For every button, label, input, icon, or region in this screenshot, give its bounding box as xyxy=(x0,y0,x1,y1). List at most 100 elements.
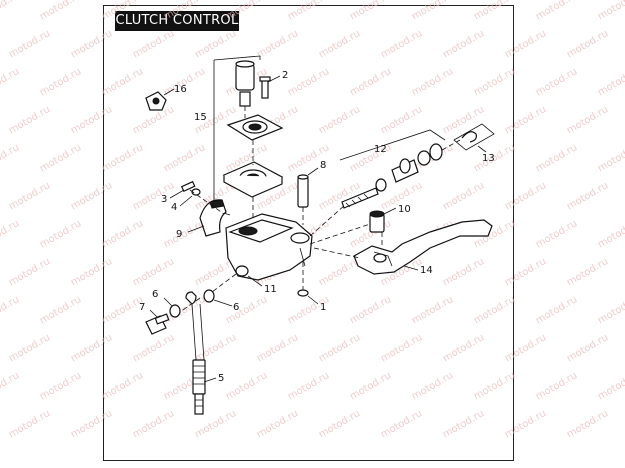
callout-5: 5 xyxy=(218,373,224,384)
watermark-text-99: motod.ru xyxy=(7,332,52,364)
watermark-text-77: motod.ru xyxy=(7,256,52,288)
master-cylinder-body xyxy=(225,213,313,281)
watermark-text-38: motod.ru xyxy=(317,104,362,136)
part-14-clutch-lever xyxy=(353,219,493,275)
watermark-text-69: motod.ru xyxy=(162,218,207,250)
watermark-text-24: motod.ru xyxy=(100,66,145,98)
watermark-text-55: motod.ru xyxy=(7,180,52,212)
watermark-text-119: motod.ru xyxy=(534,370,579,402)
watermark-text-100: motod.ru xyxy=(69,332,114,364)
watermark-text-47: motod.ru xyxy=(162,142,207,174)
watermark-text-92: motod.ru xyxy=(224,294,269,326)
callout-9: 9 xyxy=(176,229,182,240)
watermark-text-75: motod.ru xyxy=(534,218,579,250)
watermark-text-63: motod.ru xyxy=(503,180,548,212)
watermark-text-28: motod.ru xyxy=(348,66,393,98)
watermark-text-4: motod.ru xyxy=(224,0,269,23)
watermark-text-18: motod.ru xyxy=(441,28,486,60)
watermark-text-96: motod.ru xyxy=(472,294,517,326)
callout-10: 10 xyxy=(398,204,411,215)
watermark-text-56: motod.ru xyxy=(69,180,114,212)
watermark-text-23: motod.ru xyxy=(38,66,83,98)
part-3-4-screw-washer xyxy=(169,180,201,207)
watermark-text-89: motod.ru xyxy=(38,294,83,326)
part-8-pin xyxy=(297,167,319,208)
part-6-washers xyxy=(163,289,233,318)
watermark-text-44: motod.ru xyxy=(0,142,21,174)
callout-labels: 1 2 3 4 5 6 6 7 8 9 10 11 12 13 14 15 16 xyxy=(139,70,495,384)
assembly-lines xyxy=(179,106,461,313)
watermark-text-29: motod.ru xyxy=(410,66,455,98)
watermark-text-105: motod.ru xyxy=(379,332,424,364)
watermark-text-16: motod.ru xyxy=(317,28,362,60)
watermark-text-110: motod.ru xyxy=(0,370,21,402)
watermark-text-27: motod.ru xyxy=(286,66,331,98)
callout-15: 15 xyxy=(194,112,207,123)
watermark-text-68: motod.ru xyxy=(100,218,145,250)
watermark-text-128: motod.ru xyxy=(441,408,486,440)
watermark-text-121: motod.ru xyxy=(7,408,52,440)
part-2-screw xyxy=(259,75,281,99)
callout-6a: 6 xyxy=(152,289,158,300)
watermark-text-34: motod.ru xyxy=(69,104,114,136)
watermark-text-122: motod.ru xyxy=(69,408,114,440)
watermark-text-126: motod.ru xyxy=(317,408,362,440)
watermark-text-130: motod.ru xyxy=(565,408,610,440)
watermark-text-129: motod.ru xyxy=(503,408,548,440)
watermark-text-62: motod.ru xyxy=(441,180,486,212)
watermark-text-9: motod.ru xyxy=(534,0,579,23)
callout-16: 16 xyxy=(174,84,187,95)
part-13-circlip xyxy=(453,123,495,153)
watermark-text-42: motod.ru xyxy=(565,104,610,136)
part-1-clip xyxy=(297,289,319,305)
watermark-text-104: motod.ru xyxy=(317,332,362,364)
watermark-text-30: motod.ru xyxy=(472,66,517,98)
watermark-text-97: motod.ru xyxy=(534,294,579,326)
watermark-text-46: motod.ru xyxy=(100,142,145,174)
part-15-cover-assembly xyxy=(213,55,284,216)
callout-4: 4 xyxy=(171,202,177,213)
callout-1: 1 xyxy=(320,302,326,313)
watermark-text-17: motod.ru xyxy=(379,28,424,60)
watermark-text-116: motod.ru xyxy=(348,370,393,402)
watermark-text-111: motod.ru xyxy=(38,370,83,402)
watermark-text-95: motod.ru xyxy=(410,294,455,326)
watermark-text-54: motod.ru xyxy=(596,142,625,174)
callout-2: 2 xyxy=(282,70,288,81)
watermark-text-120: motod.ru xyxy=(596,370,625,402)
watermark-text-40: motod.ru xyxy=(441,104,486,136)
watermark-text-64: motod.ru xyxy=(565,180,610,212)
watermark-text-86: motod.ru xyxy=(565,256,610,288)
watermark-text-118: motod.ru xyxy=(472,370,517,402)
watermark-layer: motod.ru motod.ru motod.ru motod.ru motod.ru… xyxy=(0,0,625,441)
watermark-text-103: motod.ru xyxy=(255,332,300,364)
watermark-text-1: motod.ru xyxy=(38,0,83,23)
watermark-text-125: motod.ru xyxy=(255,408,300,440)
watermark-text-114: motod.ru xyxy=(224,370,269,402)
watermark-text-57: motod.ru xyxy=(131,180,176,212)
watermark-text-15: motod.ru xyxy=(255,28,300,60)
watermark-text-0: motod.ru xyxy=(0,0,21,23)
watermark-text-85: motod.ru xyxy=(503,256,548,288)
callout-11: 11 xyxy=(264,284,277,295)
watermark-text-14: motod.ru xyxy=(193,28,238,60)
watermark-text-19: motod.ru xyxy=(503,28,548,60)
watermark-text-2: motod.ru xyxy=(100,0,145,23)
watermark-text-106: motod.ru xyxy=(441,332,486,364)
callout-13: 13 xyxy=(482,153,495,164)
watermark-text-6: motod.ru xyxy=(348,0,393,23)
part-9-clamp xyxy=(187,199,227,237)
watermark-text-67: motod.ru xyxy=(38,218,83,250)
watermark-text-12: motod.ru xyxy=(69,28,114,60)
watermark-text-127: motod.ru xyxy=(379,408,424,440)
part-12-piston-assembly xyxy=(339,129,446,209)
watermark-text-98: motod.ru xyxy=(596,294,625,326)
watermark-text-123: motod.ru xyxy=(131,408,176,440)
watermark-text-66: motod.ru xyxy=(0,218,21,250)
callout-12: 12 xyxy=(374,144,387,155)
part-10-bushing xyxy=(369,207,397,233)
watermark-text-5: motod.ru xyxy=(286,0,331,23)
watermark-text-33: motod.ru xyxy=(7,104,52,136)
watermark-text-53: motod.ru xyxy=(534,142,579,174)
